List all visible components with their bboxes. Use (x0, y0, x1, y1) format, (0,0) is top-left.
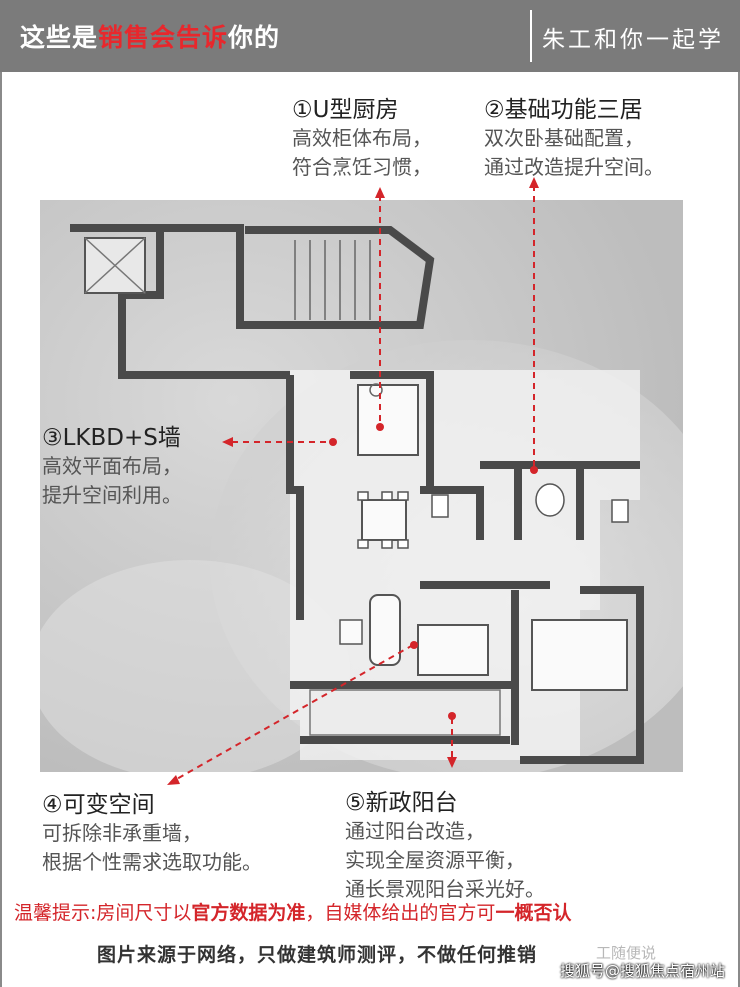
arrowhead (447, 757, 457, 768)
callout-title: ③LKBD+S墙 (42, 425, 181, 451)
stair-treads (294, 240, 371, 320)
warning-text: ，自媒体给出的官方可 (305, 902, 496, 924)
watercolor-highlight (40, 560, 350, 772)
callout-line: 通过阳台改造， (345, 819, 485, 843)
bathroom-fixture (535, 483, 565, 517)
marker-dot (448, 712, 456, 720)
callout-lkbd-wall: ③LKBD+S墙 高效平面布局， 提升空间利用。 (42, 418, 182, 510)
floor-plan (40, 200, 683, 772)
warning-notice: 温馨提示:房间尺寸以官方数据为准，自媒体给出的官方可一概否认 (14, 898, 571, 925)
callout-line: 实现全屋资源平衡， (345, 848, 525, 872)
bathroom-fixture (431, 494, 449, 518)
arrowhead (167, 775, 180, 785)
marker-dot (329, 438, 337, 446)
callout-title: ②基础功能三居 (484, 97, 643, 123)
callout-line: 提升空间利用。 (42, 483, 182, 507)
callout-line: 符合烹饪习惯， (292, 155, 432, 179)
source-note: 图片来源于网络，只做建筑师测评，不做任何推销 (97, 944, 538, 966)
callout-title: ④可变空间 (42, 792, 155, 818)
sohu-watermark: 搜狐号@搜狐焦点宿州站 (560, 962, 726, 980)
dining-chairs (357, 491, 409, 549)
callout-line: 可拆除非承重墙， (42, 821, 202, 845)
balcony (309, 689, 501, 736)
arrowhead (222, 437, 233, 447)
bathroom-fixture (611, 499, 629, 523)
warning-emphasis: 官方数据为准 (191, 902, 306, 924)
kitchen-sink (369, 383, 383, 397)
kitchen-island (357, 384, 419, 456)
marker-dot (376, 423, 384, 431)
sofa (369, 594, 401, 666)
warning-emphasis: 一概否认 (495, 902, 572, 924)
header-title-prefix: 这些是 (20, 23, 99, 52)
callout-line: 高效平面布局， (42, 454, 182, 478)
bed-room-5 (531, 619, 628, 691)
coffee-table (339, 619, 363, 645)
content-frame (0, 72, 740, 987)
arrowhead (375, 187, 385, 198)
header-title: 这些是销售会告诉你的 (20, 18, 280, 54)
bed-room-4 (417, 624, 489, 676)
marker-dot (410, 641, 418, 649)
marker-dot (530, 466, 538, 474)
header-divider (530, 10, 532, 62)
callout-line: 双次卧基础配置， (484, 126, 644, 150)
header-brand: 朱工和你一起学 (542, 27, 724, 53)
callout-new-balcony: ⑤新政阳台 通过阳台改造， 实现全屋资源平衡， 通长景观阳台采光好。 (345, 783, 545, 904)
walls (70, 224, 644, 764)
callout-line: 通过改造提升空间。 (484, 155, 664, 179)
arrowhead (529, 177, 539, 188)
callout-flexible-space: ④可变空间 可拆除非承重墙， 根据个性需求选取功能。 (42, 785, 262, 877)
callout-line: 根据个性需求选取功能。 (42, 850, 262, 874)
elevator-cross (84, 237, 146, 294)
callout-title: ⑤新政阳台 (345, 790, 458, 816)
warning-text: 温馨提示:房间尺寸以 (14, 902, 192, 924)
callout-line: 通长景观阳台采光好。 (345, 877, 545, 901)
header-title-highlight: 销售会告诉 (98, 23, 229, 52)
callout-u-kitchen: ①U型厨房 高效柜体布局， 符合烹饪习惯， (292, 90, 432, 182)
callout-three-bedroom: ②基础功能三居 双次卧基础配置， 通过改造提升空间。 (484, 90, 664, 182)
callout-line: 高效柜体布局， (292, 126, 432, 150)
faint-watermark: 工随便说 (596, 944, 657, 962)
callout-4-leader (174, 644, 414, 781)
header-title-suffix: 你的 (228, 23, 281, 52)
header-banner: 这些是销售会告诉你的 朱工和你一起学 (0, 0, 740, 72)
callout-title: ①U型厨房 (292, 97, 399, 123)
